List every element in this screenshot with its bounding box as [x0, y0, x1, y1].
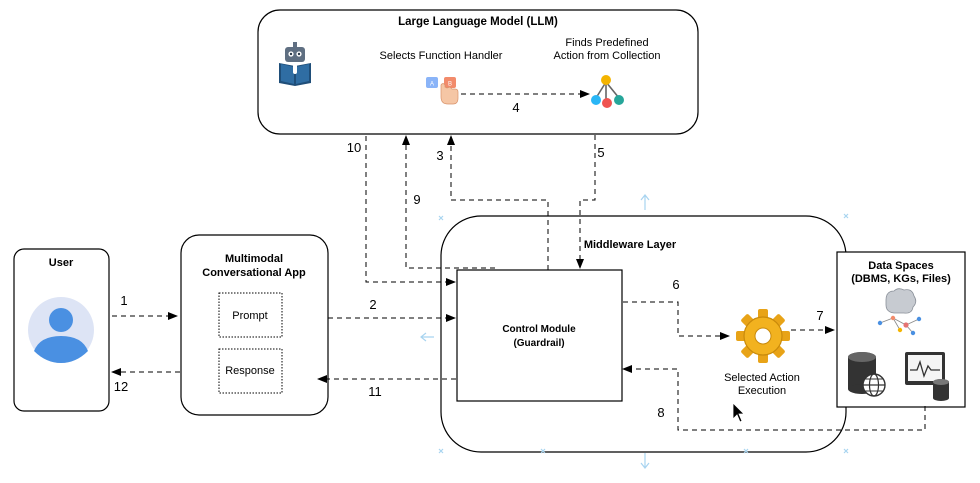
finds-action-label-line2: Action from Collection: [554, 50, 661, 62]
step-8: 8: [657, 405, 664, 420]
flow-arrows: [111, 90, 926, 431]
function-handler-icon: A B: [426, 77, 459, 105]
llm-box[interactable]: Large Language Model (LLM) Selects Funct…: [257, 9, 699, 135]
data-spaces-title-line2: (DBMS, KGs, Files): [851, 273, 951, 285]
user-title: User: [49, 257, 74, 269]
response-box[interactable]: Response: [218, 348, 283, 394]
selects-function-handler-label: Selects Function Handler: [380, 50, 503, 62]
response-label: Response: [225, 365, 275, 377]
middleware-title: Middleware Layer: [584, 239, 677, 251]
step-9: 9: [413, 192, 420, 207]
action-execution-line2: Execution: [738, 385, 786, 397]
badge-b-text: B: [448, 82, 452, 88]
selection-handles: [420, 194, 849, 469]
app-title-line2: Conversational App: [202, 267, 306, 279]
step-2: 2: [369, 297, 376, 312]
step-7: 7: [816, 308, 823, 323]
step-5: 5: [597, 145, 604, 160]
action-collection-icon: [591, 75, 624, 108]
arrow-6: [623, 301, 730, 340]
arrow-9: [402, 135, 495, 269]
arrow-10: [365, 136, 456, 286]
step-6: 6: [672, 277, 679, 292]
app-title-line1: Multimodal: [225, 253, 283, 265]
step-labels: 1 2 3 4 5 6 7 8 9 10 11 12: [114, 100, 824, 420]
action-execution-line1: Selected Action: [724, 372, 800, 384]
step-12: 12: [114, 379, 128, 394]
arrow-8: [622, 365, 926, 431]
mouse-cursor-icon: [732, 402, 745, 423]
step-4: 4: [512, 100, 519, 115]
data-spaces-title-line1: Data Spaces: [868, 260, 933, 272]
user-box[interactable]: User: [13, 248, 110, 412]
step-3: 3: [436, 148, 443, 163]
user-avatar-icon: [28, 297, 94, 363]
middleware-layer-box[interactable]: Middleware Layer Control Module (Guardra…: [440, 215, 847, 453]
llm-title: Large Language Model (LLM): [398, 16, 558, 28]
control-module-line2: (Guardrail): [513, 338, 564, 349]
arrow-5: [576, 135, 596, 269]
arrow-3: [447, 135, 549, 270]
finds-action-label-line1: Finds Predefined: [565, 37, 648, 49]
knowledge-graph-brain-icon: [877, 288, 922, 336]
monitoring-database-icon: [905, 352, 949, 401]
conversational-app-box[interactable]: Multimodal Conversational App Prompt Res…: [180, 234, 329, 416]
prompt-label: Prompt: [232, 310, 267, 322]
step-10: 10: [347, 140, 361, 155]
gear-icon: [736, 309, 790, 363]
step-1: 1: [120, 293, 127, 308]
control-module-line1: Control Module: [502, 324, 576, 335]
prompt-box[interactable]: Prompt: [218, 292, 283, 338]
robot-book-icon: [279, 42, 311, 86]
control-module-box[interactable]: Control Module (Guardrail): [456, 269, 623, 402]
badge-a-text: A: [430, 82, 434, 88]
step-11: 11: [368, 384, 382, 399]
data-spaces-box[interactable]: Data Spaces (DBMS, KGs, Files): [836, 251, 966, 408]
database-globe-icon: [848, 352, 886, 397]
